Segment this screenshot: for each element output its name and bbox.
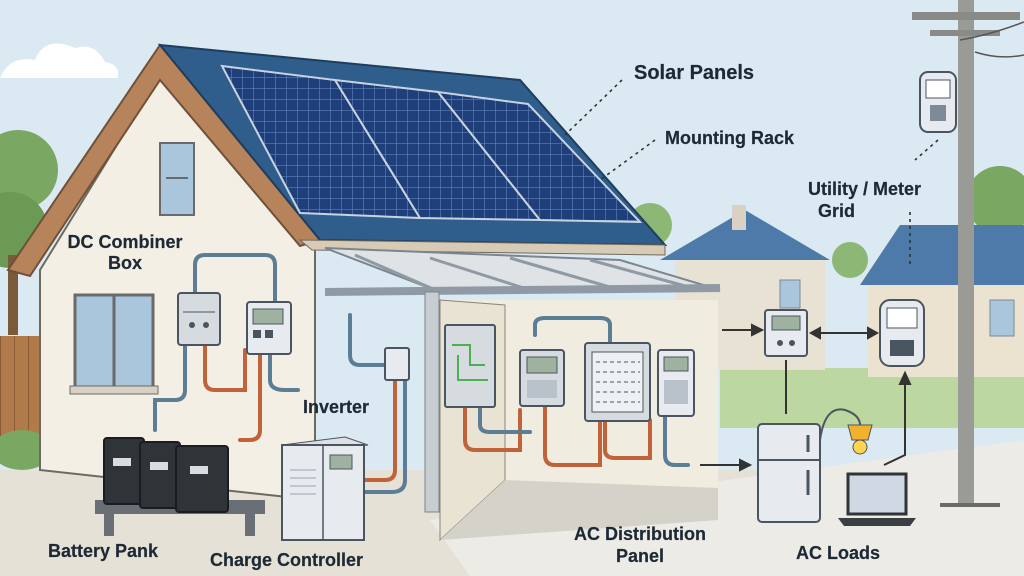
solar-panel-array [220, 64, 643, 224]
label-ac-distribution-panel: Panel [615, 546, 665, 566]
tree-right [628, 166, 1024, 278]
label-charge-controller: Charge Controller [210, 550, 364, 570]
battery-bank [95, 437, 265, 536]
utility-pole [912, 0, 1024, 507]
garage-meter [657, 349, 695, 417]
label-ac-loads: AC Loads [796, 543, 881, 563]
outdoor-controller [764, 309, 808, 357]
garage-board [444, 324, 496, 408]
leader-lines [564, 79, 939, 268]
dc-combiner-box [177, 292, 221, 346]
label-inverter: Inverter [303, 397, 370, 417]
garage-inverter [519, 349, 565, 407]
wiring [153, 253, 690, 494]
label-dc-combiner-box: Box [107, 253, 142, 273]
label-dc-combiner: DC Combiner [67, 232, 183, 252]
mounting-rack [324, 247, 721, 513]
flow-arrows [700, 323, 912, 472]
solar-panel-3 [435, 90, 643, 224]
bush [0, 430, 52, 470]
lamp [819, 408, 873, 455]
fence [0, 336, 44, 446]
ac-distribution-panel-unit [584, 342, 651, 422]
grid-meter [879, 299, 925, 367]
cloud [0, 43, 119, 78]
label-ac-distribution: AC Distribution [574, 524, 706, 544]
label-mounting-rack: Mounting Rack [665, 128, 794, 148]
neighbor-house-2 [860, 225, 1024, 377]
disconnect-switch [384, 347, 410, 381]
label-grid: Grid [818, 201, 856, 221]
label-battery-bank: Battery Pank [48, 541, 159, 561]
label-solar-panels: Solar Panels [634, 62, 755, 84]
laptop [838, 472, 916, 526]
label-utility-meter: Utility / Meter [808, 179, 922, 199]
garage-floor [440, 480, 718, 540]
inverter-cabinet [281, 436, 369, 541]
pole-meter [919, 71, 957, 133]
refrigerator [757, 423, 821, 523]
charge-controller-unit [246, 301, 292, 355]
